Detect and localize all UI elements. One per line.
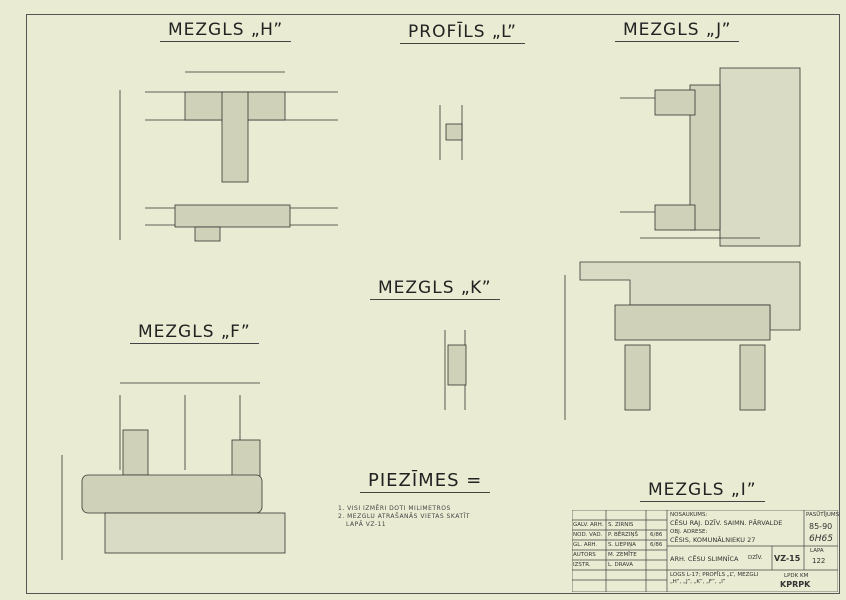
sheet-id: VZ-15	[774, 554, 801, 563]
title-mezgls-i: MEZGLS „I”	[640, 480, 765, 502]
title-mezgls-j: MEZGLS „J”	[615, 20, 740, 42]
detail-h	[119, 71, 338, 242]
title-block-grid	[572, 510, 838, 592]
detail-k	[444, 330, 467, 410]
staff-role-4: AUTORS	[573, 552, 596, 558]
staff-name-2: P. BĒRZIŅŠ	[608, 532, 639, 538]
order-label: PASŪTĪJUMS	[806, 512, 840, 518]
org-name: KPRPK	[780, 580, 811, 589]
staff-role-5: IZSTR.	[573, 562, 591, 568]
detail-j-top	[620, 67, 801, 247]
staff-name-1: S. ZIRNIS	[608, 522, 634, 528]
client-name: CĒSU RAJ. DZĪV. SAIMN. PĀRVALDE	[670, 519, 783, 527]
date-2: 6/86	[650, 542, 663, 548]
staff-name-5: L. DRAVA	[608, 562, 633, 568]
title-mezgls-h: MEZGLS „H”	[160, 20, 292, 42]
title-mezgls-k: MEZGLS „K”	[370, 278, 500, 300]
title-profils-l: PROFĪLS „L”	[400, 22, 525, 44]
staff-role-3: GL. ARH.	[573, 542, 598, 548]
org-label: LPDK KM	[784, 573, 809, 579]
drawing-frame	[26, 14, 840, 594]
name-label: NOSAUKUMS:	[670, 512, 708, 518]
staff-name-3: S. LIEPIŅA	[608, 542, 636, 548]
note-1: 1. VISI IZMĒRI DOTI MILIMETROS	[338, 505, 451, 512]
address-label: OBJ. ADRESE:	[670, 529, 708, 535]
sheet-number: 122	[812, 557, 826, 565]
note-3: LAPĀ VZ-11	[346, 521, 387, 528]
notes-list: 1. VISI IZMĒRI DOTI MILIMETROS 2. MEZGLU…	[338, 505, 470, 529]
detail-i	[564, 261, 801, 420]
sheet-content: LOGS L-17; PROFĪLS „L”, MEZGLI „H”, „J”,…	[670, 572, 759, 585]
address: CĒSIS, KOMUNĀLNIEKU 27	[670, 536, 756, 544]
title-notes: PIEZĪMES =	[360, 470, 491, 493]
detail-f	[61, 382, 286, 560]
sheet-label: LAPA	[810, 548, 824, 554]
order-number: 85-90	[809, 522, 833, 531]
note-2: 2. MEZGLU ATRAŠANĀS VIETAS SKATĪT	[338, 513, 470, 520]
date-1: 6/86	[650, 532, 663, 538]
title-mezgls-f: MEZGLS „F”	[130, 322, 259, 344]
stage: DZĪV.	[748, 555, 763, 561]
staff-role-2: NOD. VAD.	[573, 532, 603, 538]
staff-role-1: GALV. ARH.	[573, 522, 604, 528]
code: 6Н65	[809, 534, 833, 544]
profile-l	[439, 105, 463, 160]
staff-name-4: M. ZEMĪTE	[608, 552, 637, 558]
title-block: GALV. ARH. S. ZIRNIS NOD. VAD. P. BĒRZIŅ…	[572, 510, 840, 592]
object-name: ARH. CĒSU SLIMNĪCA	[670, 555, 739, 563]
